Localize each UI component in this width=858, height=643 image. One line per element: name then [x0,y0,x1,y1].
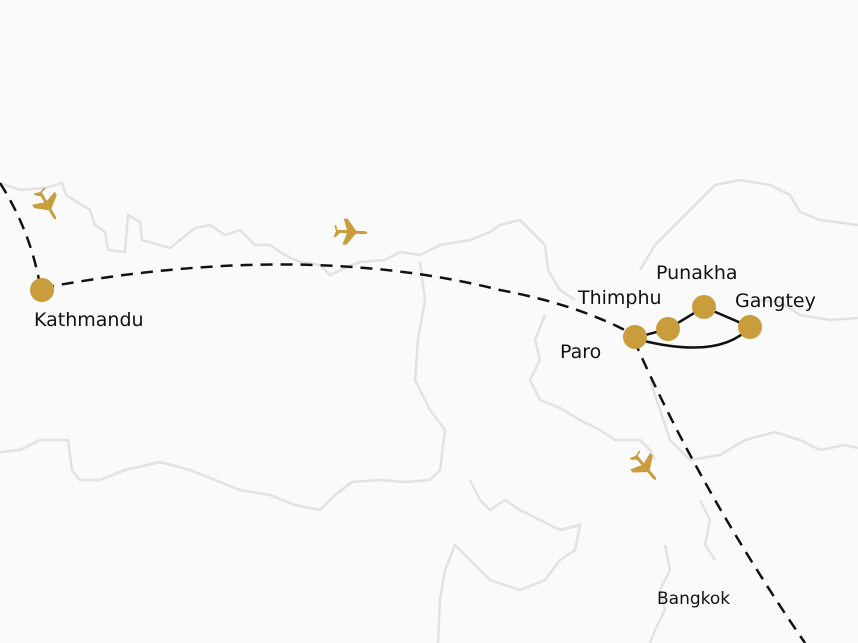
marker-kathmandu[interactable] [30,278,54,302]
ground-route [633,305,753,349]
label-punakha: Punakha [656,262,738,284]
city-markers [30,278,762,349]
marker-paro[interactable] [623,325,647,349]
label-bangkok: Bangkok [657,589,731,609]
label-kathmandu: Kathmandu [34,309,144,331]
marker-thimphu[interactable] [656,317,680,341]
plane-icon [624,445,666,489]
label-paro: Paro [560,341,602,363]
marker-gangtey[interactable] [738,315,762,339]
plane-icon [27,183,68,226]
label-thimphu: Thimphu [578,287,662,309]
marker-punakha[interactable] [692,295,716,319]
flight-routes [0,182,807,643]
plane-icon [333,218,369,246]
label-gangtey: Gangtey [735,290,816,312]
country-borders [0,178,858,643]
